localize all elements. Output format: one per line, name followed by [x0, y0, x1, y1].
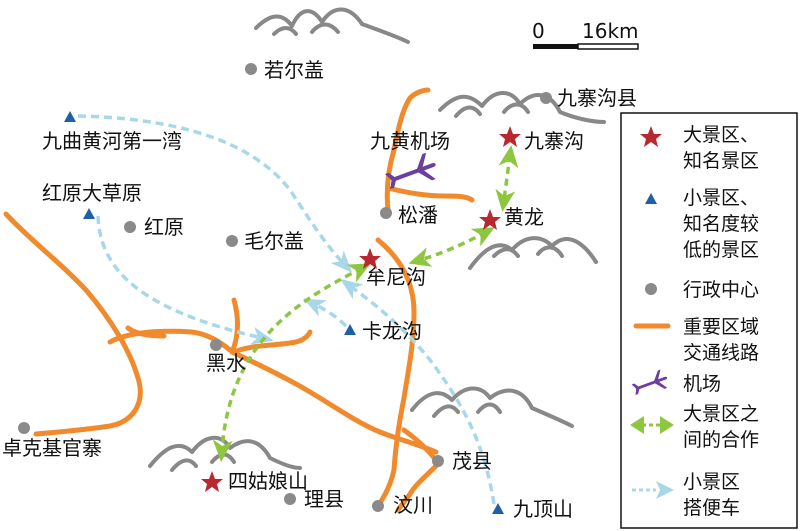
star-mounigou [359, 248, 381, 269]
admin-dot-zhuokeji [18, 422, 30, 434]
label-jiudingshan: 九顶山 [513, 497, 573, 521]
ride-jiudingshan [340, 279, 496, 505]
legend-minor-line3: 低的景区 [683, 239, 759, 261]
ride-routes [77, 114, 496, 505]
legend-minor-line1: 小景区、 [683, 187, 759, 209]
ride-kalonggou [303, 298, 348, 328]
legend-coop-line1: 大景区之 [683, 403, 759, 425]
label-hongyuan-prairie: 红原大草原 [42, 181, 142, 205]
scale-bar: 0 16km [532, 19, 639, 50]
label-huanglong: 黄龙 [504, 205, 544, 229]
admin-dot-songpan [380, 207, 392, 219]
label-jiuhuang-airport: 九黄机场 [370, 129, 450, 153]
admin-dot-hongyuan [124, 221, 136, 233]
road-north-loop [384, 87, 431, 213]
mountain-jiuzhaigou-inner [454, 102, 530, 118]
road-west [3, 211, 143, 437]
admin-centers [18, 63, 552, 512]
road-maoergai-south [229, 297, 240, 355]
label-maoergai: 毛尔盖 [244, 229, 304, 253]
legend-triangle-icon [645, 193, 657, 204]
legend-cooperation-icon [630, 416, 674, 434]
mountain-top-inner [272, 22, 340, 36]
star-jiuzhaigou [499, 126, 521, 147]
road-heishui-branch [125, 325, 167, 339]
legend-minor-line2: 知名度较 [683, 213, 759, 235]
mountain-siguniang-inner [170, 452, 236, 472]
label-lixian: 理县 [304, 487, 344, 511]
legend-ride-line1: 小景区 [683, 471, 740, 493]
legend-traffic-line1: 重要区域 [683, 316, 759, 338]
label-siguniang: 四姑娘山 [228, 469, 308, 493]
coop-mounigou-siguniang [212, 263, 371, 462]
triangle-kalonggou [344, 324, 356, 335]
triangle-jiudingshan [492, 503, 504, 514]
label-kalonggou: 卡龙沟 [362, 319, 422, 343]
legend-box [620, 112, 798, 529]
scale-bar-empty [577, 43, 639, 50]
label-jiuzhaigou: 九寨沟 [524, 129, 584, 153]
scale-zero: 0 [532, 19, 545, 43]
scale-distance: 16km [582, 19, 639, 43]
legend-ride-line2: 搭便车 [683, 497, 740, 519]
mountain-top [254, 7, 410, 44]
star-siguniang [201, 471, 223, 492]
minor-spots [64, 111, 504, 514]
label-maoxian: 茂县 [452, 449, 492, 473]
admin-dot-wenchuan [372, 500, 384, 512]
legend-star-icon [640, 126, 662, 147]
coop-jiuzhaigou-huanglong [495, 145, 519, 212]
label-wenchuan: 汶川 [393, 493, 433, 517]
triangle-hongyuan-prairie [83, 208, 95, 219]
legend-ride-icon [632, 481, 674, 499]
mountain-huanglong-inner [492, 245, 564, 258]
mountain-maoxian [410, 386, 574, 428]
legend-major-line2: 知名景区 [683, 150, 759, 172]
coop-huanglong-mounigou [408, 227, 495, 267]
road-airport [385, 185, 475, 203]
legend-admin: 行政中心 [683, 279, 759, 301]
legend-coop-line2: 间的合作 [683, 429, 759, 451]
legend-major-line1: 大景区、 [683, 124, 759, 146]
ride-hongyuan [96, 215, 274, 345]
label-heishui: 黑水 [206, 351, 246, 375]
airplane-icon [384, 152, 436, 190]
admin-dot-jiuzhaigou-county [540, 92, 552, 104]
road-maoxian-link [401, 427, 439, 463]
mountain-huanglong [468, 236, 598, 270]
legend: 大景区、 知名景区 小景区、 知名度较 低的景区 行政中心 重要区域 交通线路 … [620, 112, 798, 529]
label-zhuokeji: 卓克基官寨 [2, 436, 102, 460]
label-ruoergai: 若尔盖 [264, 58, 324, 82]
admin-dot-ruoergai [245, 63, 257, 75]
admin-dot-maoergai [226, 235, 238, 247]
scale-bar-filled [533, 44, 578, 49]
legend-admin-icon [645, 283, 657, 295]
admin-dot-maoxian [432, 455, 444, 467]
place-labels: 若尔盖 九寨沟县 九曲黄河第一湾 九黄机场 九寨沟 红原大草原 红原 毛尔盖 松… [2, 58, 637, 521]
legend-traffic-line2: 交通线路 [683, 342, 759, 364]
mountain-maoxian-inner [432, 402, 502, 418]
major-spots [201, 126, 521, 492]
admin-dot-heishui [210, 339, 222, 351]
label-songpan: 松潘 [398, 203, 438, 227]
road-heishui-east [231, 329, 313, 355]
ride-jiuqu [77, 114, 353, 273]
road-to-wenchuan [395, 461, 441, 513]
legend-airport: 机场 [683, 373, 721, 395]
legend-airplane-icon [631, 369, 668, 395]
admin-dot-lixian [284, 493, 296, 505]
star-huanglong [479, 209, 501, 230]
road-songpan-main [375, 237, 417, 509]
triangle-jiuqu [64, 111, 76, 122]
label-hongyuan: 红原 [144, 215, 184, 239]
cooperation-routes [212, 145, 519, 462]
label-jiuqu: 九曲黄河第一湾 [42, 129, 182, 153]
label-mounigou: 牟尼沟 [366, 265, 426, 289]
label-jiuzhaigou-county: 九寨沟县 [557, 86, 637, 110]
